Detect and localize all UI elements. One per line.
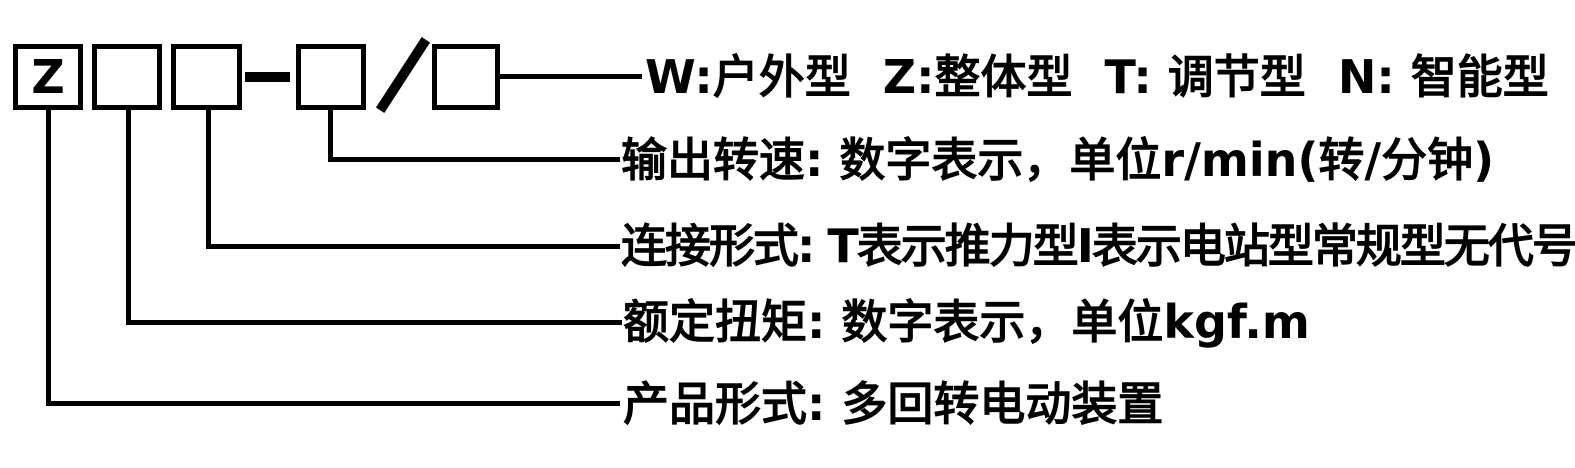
- code-box-output-speed: [296, 44, 366, 110]
- connector-stem-rated-torque: [126, 108, 131, 325]
- label-connection-type: 连接形式: T表示推力型I表示电站型常规型无代号: [621, 219, 1575, 273]
- code-box-connection-type: [171, 44, 242, 110]
- connector-stem-connection-type: [206, 108, 211, 249]
- code-box-product-form: Z: [13, 44, 83, 110]
- connector-stem-product-form: [46, 108, 51, 406]
- slash-separator: [375, 37, 431, 113]
- label-output-speed: 输出转速: 数字表示，单位r/min(转/分钟): [621, 133, 1495, 187]
- connector-run-product-form: [46, 401, 620, 406]
- label-product-form: 产品形式: 多回转电动装置: [623, 377, 1164, 431]
- label-rated-torque: 额定扭矩: 数字表示，单位kgf.m: [623, 295, 1310, 349]
- connector-stem-output-speed: [328, 108, 333, 162]
- connector-run-connection-type: [206, 244, 620, 249]
- code-box-type-variant: [432, 44, 500, 110]
- connector-run-output-speed: [328, 157, 620, 162]
- product-letter: Z: [31, 50, 65, 104]
- connector-run-type-variant: [497, 74, 642, 79]
- connector-run-rated-torque: [126, 320, 622, 325]
- dash-separator: [245, 72, 290, 82]
- code-box-rated-torque: [92, 44, 162, 110]
- label-type-variants: W:户外型 Z:整体型 T: 调节型 N: 智能型: [645, 50, 1549, 104]
